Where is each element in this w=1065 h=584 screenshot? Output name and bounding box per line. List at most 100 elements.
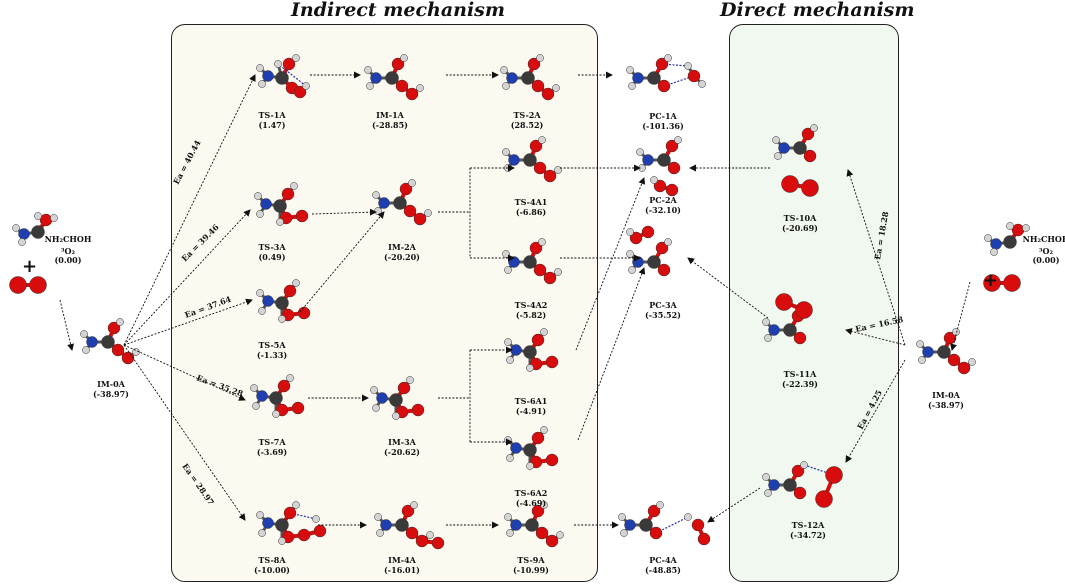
atom-c [647,255,661,269]
atom-o [111,343,125,357]
atom-h [34,212,42,220]
atom-h [254,192,262,200]
molecule [504,426,559,470]
atom-h [364,66,372,74]
molecule [618,501,711,546]
atom-o [533,161,547,175]
atom-h [684,513,692,521]
molecule [364,54,424,101]
molecule [370,376,425,420]
direct-mechanism-panel [729,24,899,582]
atom-h [764,334,772,342]
atom-h [286,374,294,382]
atom-c [275,71,289,85]
atom-n [262,295,274,307]
atom-o [793,486,807,500]
species-label: TS-4A2(-5.82) [514,300,548,320]
barrier-ts7: Ea = 35.28 [195,372,245,398]
atom-h [502,82,510,90]
atom-c [393,196,407,210]
atom-h [526,462,534,470]
atom-o [667,161,681,175]
atom-o [983,274,1001,292]
atom-c [525,518,539,532]
molecule [256,501,327,545]
reactant-energy: (0.00) [54,255,82,265]
atom-h [538,238,546,246]
barrier-ts5: Ea = 37.64 [183,294,233,320]
atom-o [1003,274,1021,292]
atom-n [922,346,934,358]
atom-h [506,529,514,537]
molecule [626,54,706,93]
atom-o [297,528,311,542]
atom-o [545,355,559,369]
species-label: IM-2A(-20.20) [384,242,420,262]
species-label: TS-2A(28.52) [510,110,544,130]
barrier-ts11: Ea = 16.58 [854,314,904,334]
reactant-label-right: NH₂CHOH [1023,234,1065,244]
atom-o [395,79,409,93]
atom-h [774,152,782,160]
reaction-arrow [311,208,377,216]
reaction-arrow [950,281,971,351]
atom-n [376,392,388,404]
molecule [372,179,432,226]
atom-h [376,529,384,537]
atom-o [545,534,559,548]
atom-n [256,390,268,402]
species-label: TS-7A(-3.69) [256,437,288,457]
species-label: TS-5A(-1.33) [256,340,288,360]
atom-h [1022,224,1030,232]
atom-h [276,218,284,226]
atom-h [968,358,976,366]
barrier-ts12: Ea = 4.25 [855,388,884,431]
atom-h [536,54,544,62]
molecule [500,54,560,101]
species-label: TS-6A1(-4.91) [514,396,548,416]
atom-c [647,71,661,85]
atom-o [283,284,297,298]
atom-h [504,338,512,346]
atom-h [626,66,634,74]
molecule [80,318,140,365]
atom-o [793,331,807,345]
atom-n [642,154,654,166]
atom-c [273,199,287,213]
species-label: TS-11A(-22.39) [782,369,818,389]
atom-h [674,136,682,144]
atom-h [684,62,692,70]
reaction-arrow [707,487,761,523]
atom-o [815,490,833,508]
atom-n [86,336,98,348]
atom-h [554,268,562,276]
atom-h [762,318,770,326]
atom-c [523,345,537,359]
oxygen-formula: ³O₂ [61,246,75,256]
atom-h [392,412,400,420]
molecule [250,374,305,418]
atom-o [543,271,557,285]
atom-h [256,64,264,72]
direct-heading: Direct mechanism [720,0,915,21]
molecule [983,274,1021,292]
reaction-arrow [575,177,646,351]
atom-h [12,224,20,232]
atom-h [626,228,634,236]
molecule [502,238,562,285]
atom-h [628,266,636,274]
atom-h [374,513,382,521]
atom-o [531,333,545,347]
molecule [636,136,682,197]
atom-o [803,149,817,163]
atom-h [18,238,26,246]
atom-h [272,410,280,418]
atom-o [411,403,425,417]
atom-h [312,515,320,523]
atom-o [541,87,555,101]
barrier-ts8: Ea = 28.97 [180,461,216,507]
atom-o [405,526,419,540]
